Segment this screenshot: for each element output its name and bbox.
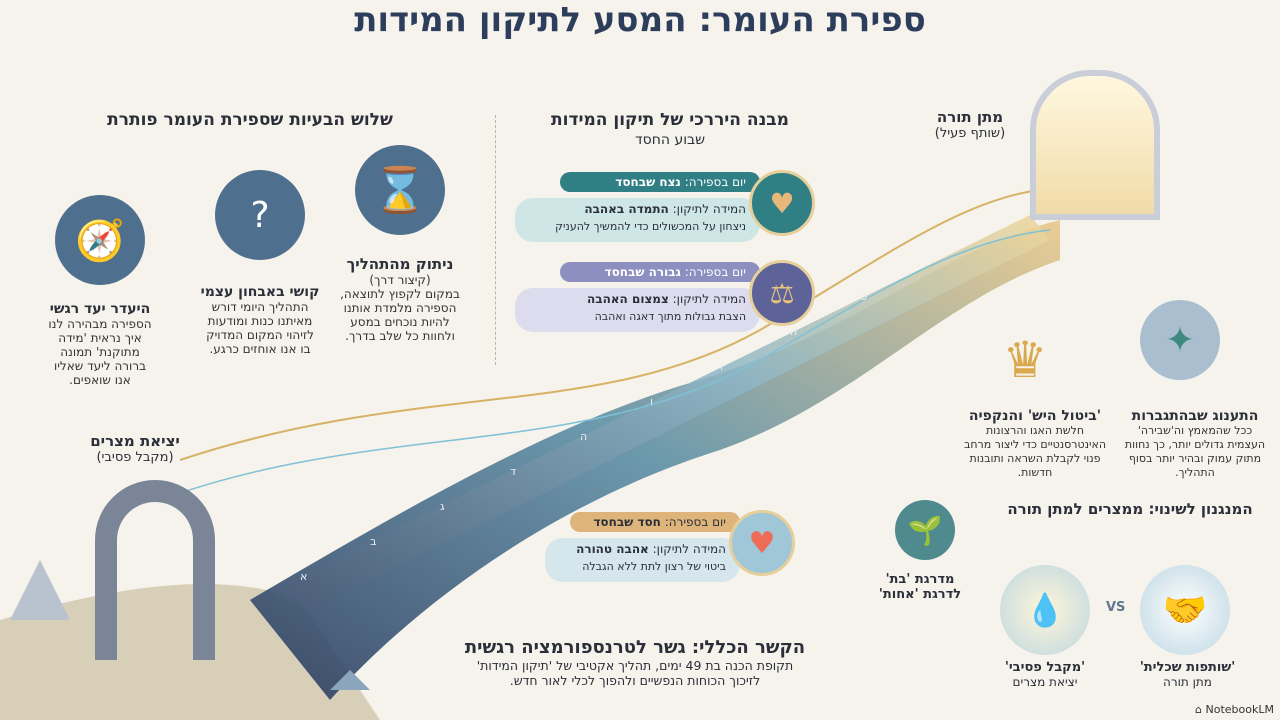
day-card: יום בספירה: גבורה שבחסד המידה לתיקון: צמ…: [515, 260, 815, 335]
endpoint-top: מתן תורה (שותף פעיל): [900, 108, 1040, 141]
breaking-free-icon: ✦: [1140, 300, 1220, 380]
brand-name: NotebookLM: [1205, 703, 1274, 716]
brand-logo: ⌂ NotebookLM: [1195, 703, 1274, 716]
insight-text: חלשת האגו והרצונות האינטרסנטיים כדי ליצו…: [963, 424, 1107, 479]
heart-shield-icon: ♥: [749, 170, 815, 236]
hourglass-icon: ⌛: [355, 145, 445, 235]
hierarchy-heading: מבנה היררכי של תיקון המידות: [551, 110, 789, 130]
day-label: יום בספירה:: [664, 515, 726, 529]
mechanism-subtitle: יציאת מצרים: [1012, 675, 1078, 689]
problem-item: ⌛ ניתוק מהתהליך (קיצור דרך) במקום לקפוץ …: [340, 145, 460, 343]
stair-letter: ד: [510, 465, 517, 478]
notebook-icon: ⌂: [1195, 703, 1206, 716]
trait-desc: הצבת גבולות מתוך דאגה ואהבה: [594, 310, 746, 323]
scales-icon: ⚖: [749, 260, 815, 326]
insight-text: ככל שהמאמץ וה'שבירה' העצמית גדולים יותר,…: [1124, 424, 1266, 479]
summary-text: תקופת הכנה בת 49 ימים, תהליך אקטיבי של '…: [476, 658, 794, 673]
endpoint-title: יציאת מצרים: [90, 432, 180, 450]
problem-subtitle: (קיצור דרך): [369, 273, 431, 287]
stair-letter: ז: [720, 360, 724, 373]
stair-letter: ח: [790, 325, 798, 338]
day-name: גבורה שבחסד: [604, 265, 681, 279]
summary: הקשר הכללי: גשר לטרנספורמציה רגשית תקופת…: [440, 637, 830, 688]
trait-label: המידה לתיקון:: [672, 202, 746, 216]
summary-heading: הקשר הכללי: גשר לטרנספורמציה רגשית: [464, 637, 806, 658]
problem-title: היעדר יעד רגשי: [49, 301, 151, 317]
insight-item: התענוג שבהתגברות ככל שהמאמץ וה'שבירה' הע…: [1120, 408, 1270, 480]
stair-letter: א: [300, 570, 308, 583]
gate-icon: [1030, 70, 1160, 220]
mechanism-title: 'מקבל פסיבי': [1004, 660, 1086, 675]
insight-item: ♛: [960, 320, 1090, 400]
problem-title: קושי באבחון עצמי: [200, 284, 320, 300]
growth-label: מדרגת 'בת' לדרגת 'אחות': [878, 572, 962, 602]
endpoint-bottom: יציאת מצרים (מקבל פסיבי): [60, 432, 210, 465]
problem-text: במקום לקפוץ לתוצאה, הספירה מלמדת אותנו ל…: [340, 287, 460, 343]
problem-title: ניתוק מהתהליך: [346, 255, 454, 273]
heart-icon: ♥: [729, 510, 795, 576]
section-divider: [495, 115, 496, 365]
mechanism-subtitle: מתן תורה: [1163, 675, 1212, 689]
problems-heading: שלוש הבעיות שספירת העומר פותרת: [107, 110, 393, 130]
day-card: יום בספירה: חסד שבחסד המידה לתיקון: אהבה…: [545, 510, 795, 585]
insight-title: 'ביטול היש' והנקפיה: [968, 408, 1102, 424]
endpoint-title: מתן תורה: [936, 108, 1004, 126]
day-name: נצח שבחסד: [615, 175, 681, 189]
summary-text: לזיכוך הכוחות הנפשיים ולהפוך לכלי לאור ח…: [509, 673, 761, 688]
stone-arch-icon: [95, 480, 215, 660]
vs-label: VS: [1106, 600, 1126, 615]
trait-name: התמדה באהבה: [584, 202, 669, 216]
mirror-icon: ?: [215, 170, 305, 260]
stair-letter: ה: [580, 430, 588, 443]
day-card: יום בספירה: נצח שבחסד המידה לתיקון: התמד…: [515, 170, 815, 245]
problem-item: ? קושי באבחון עצמי התהליך היומי דורש מאי…: [200, 170, 320, 356]
trait-label: המידה לתיקון:: [652, 542, 726, 556]
stair-letter: ג: [440, 500, 445, 513]
page-title: ספירת העומר: המסע לתיקון המידות: [354, 0, 926, 40]
day-label: יום בספירה:: [684, 175, 746, 189]
trait-desc: ביטוי של רצון לתת ללא הגבלה: [582, 560, 726, 573]
sprout-icon: 🌱: [895, 500, 955, 560]
endpoint-subtitle: (שותף פעיל): [934, 126, 1006, 141]
trait-label: המידה לתיקון:: [672, 292, 746, 306]
mechanism-title: 'שותפות שכלית': [1139, 660, 1236, 675]
trait-name: אהבה טהורה: [576, 542, 649, 556]
intellectual-partnership: 'שותפות שכלית' מתן תורה: [1130, 660, 1245, 689]
day-name: חסד שבחסד: [593, 515, 661, 529]
day-label: יום בספירה:: [684, 265, 746, 279]
hierarchy-subheading: שבוע החסד: [634, 132, 706, 148]
handshake-icon: 🤝: [1140, 565, 1230, 655]
stair-letter: י: [930, 255, 933, 268]
endpoint-subtitle: (מקבל פסיבי): [96, 450, 174, 465]
problem-item: 🧭 היעדר יעד רגשי הספירה מבהירה לנו איך נ…: [45, 195, 155, 387]
mechanism-heading: המנגנון לשינוי: ממצרים למתן תורה: [1007, 500, 1253, 518]
receiving-hand-icon: 💧: [1000, 565, 1090, 655]
stair-letter: ט: [860, 290, 868, 303]
trait-name: צמצום האהבה: [587, 292, 669, 306]
stair-letter: ב: [370, 535, 377, 548]
problem-text: הספירה מבהירה לנו איך נראית 'מידה מתוקנת…: [48, 317, 152, 387]
passive-receiver: 'מקבל פסיבי' יציאת מצרים: [990, 660, 1100, 689]
insight-item: 'ביטול היש' והנקפיה חלשת האגו והרצונות ה…: [960, 408, 1110, 480]
compass-icon: 🧭: [55, 195, 145, 285]
trait-desc: ניצחון על המכשולים כדי להמשיך להעניק: [555, 220, 746, 233]
broken-crown-icon: ♛: [1002, 331, 1048, 389]
stair-letter: ו: [650, 395, 653, 408]
problem-text: התהליך היומי דורש מאיתנו כנות ומודעות לז…: [206, 300, 314, 356]
insight-title: התענוג שבהתגברות: [1131, 408, 1259, 424]
